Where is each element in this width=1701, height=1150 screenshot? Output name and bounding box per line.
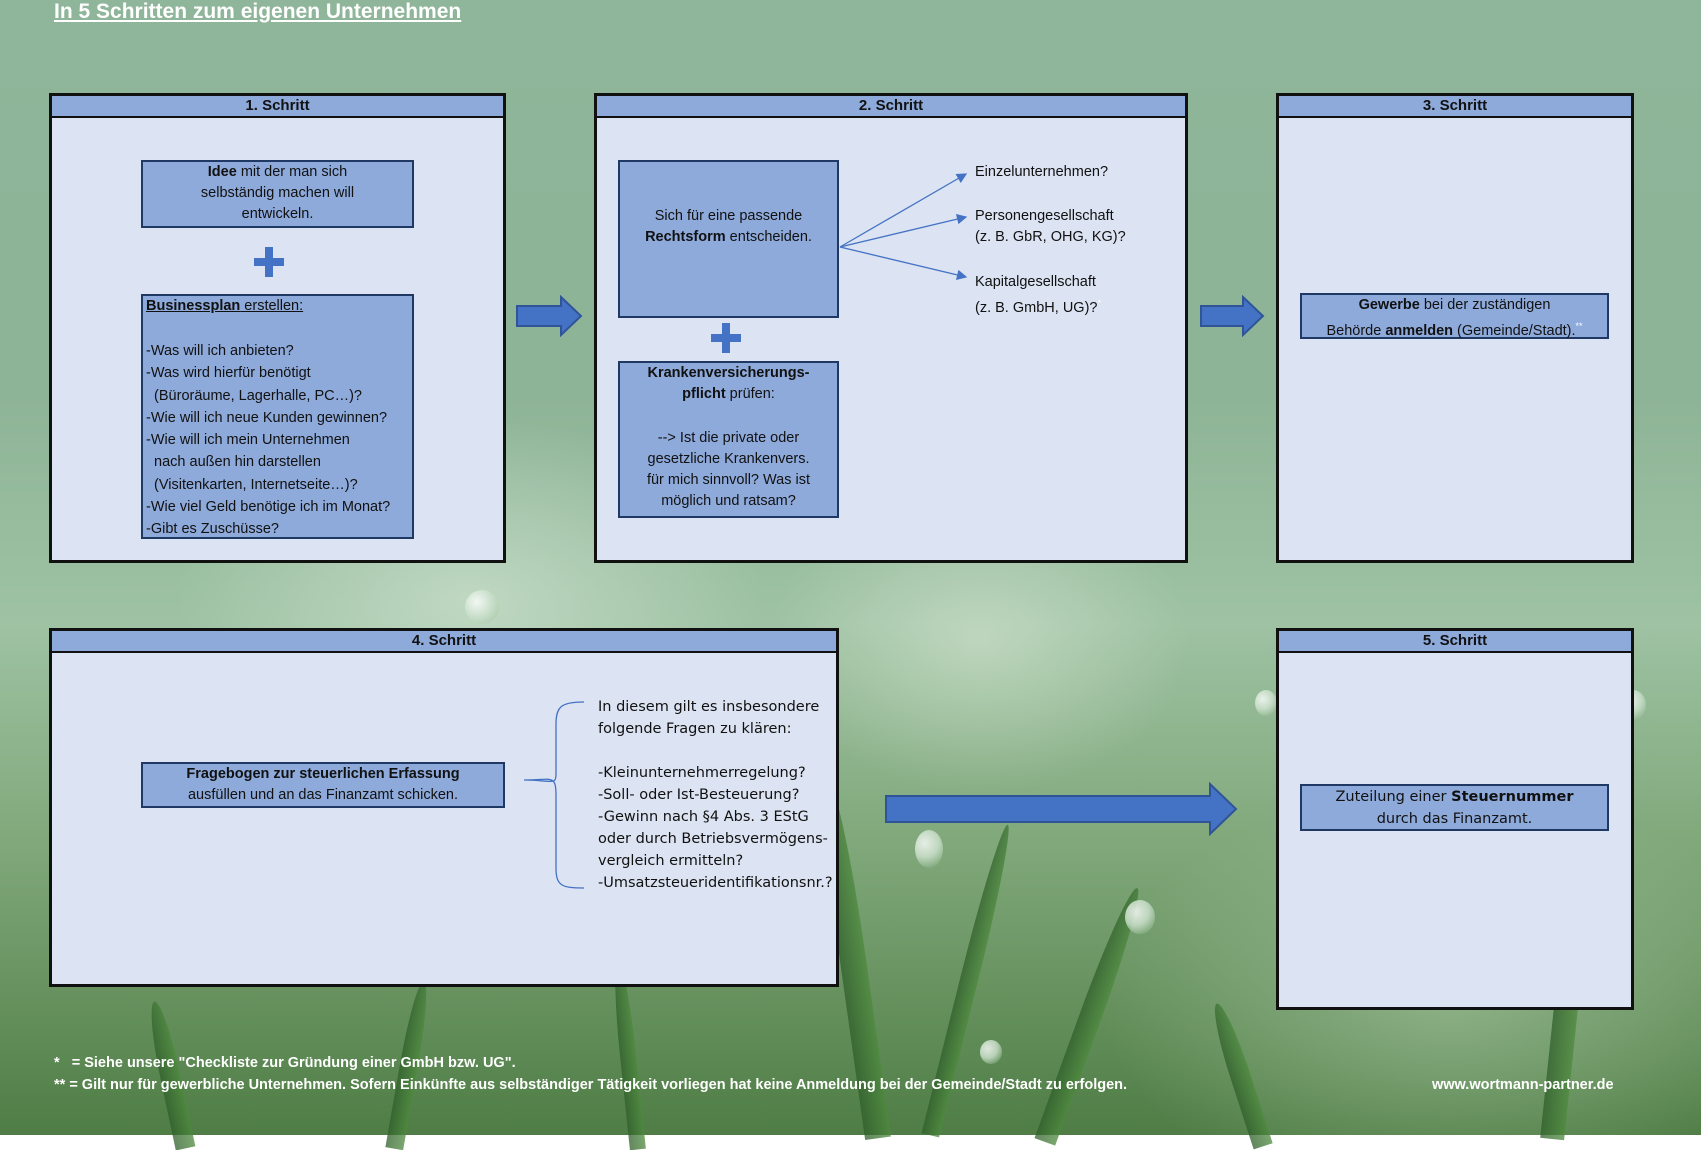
trade-bold: Gewerbe: [1358, 297, 1420, 313]
tax-form-box: Fragebogen zur steuerlichen Erfassung au…: [141, 762, 505, 808]
tax-question-line: -Soll- oder Ist-Besteuerung?: [598, 787, 800, 803]
website-link[interactable]: www.wortmann-partner.de: [1432, 1077, 1614, 1093]
step-3-header: 3. Schritt: [1279, 96, 1631, 118]
tax-question-line: [598, 740, 833, 762]
businessplan-question: -Was wird hierfür benötigt: [146, 365, 311, 382]
trade-registration-box: Gewerbe bei der zuständigen Behörde anme…: [1300, 293, 1609, 339]
branch-arrows: [839, 173, 968, 280]
tax-question-line: oder durch Betriebsvermögens-: [598, 831, 828, 847]
arrow-right-icon: [885, 782, 1238, 836]
insurance-text: prüfen:: [725, 386, 775, 402]
businessplan-question: -Wie viel Geld benötige ich im Monat?: [146, 499, 391, 516]
footnote-mark: *: [1097, 298, 1101, 308]
tax-question-line: -Umsatzsteueridentifikationsnr.?: [598, 875, 833, 891]
businessplan-question: -Gibt es Zuschüsse?: [146, 521, 279, 538]
businessplan-question: -Was will ich anbieten?: [146, 343, 294, 359]
businessplan-question: nach außen hin darstellen: [146, 454, 321, 471]
legal-bold: Rechtsform: [645, 229, 726, 245]
dew-drop: [915, 830, 943, 868]
step-5-header: 5. Schritt: [1279, 631, 1631, 653]
health-insurance-box: Krankenversicherungs- pflicht prüfen: --…: [618, 361, 839, 518]
businessplan-text: erstellen:: [240, 298, 304, 314]
idea-bold: Idee: [207, 164, 237, 180]
dew-drop: [1125, 900, 1155, 934]
dew-drop: [1255, 690, 1277, 716]
tax-form-text: ausfüllen und an das Finanzamt schicken.: [187, 787, 459, 803]
option-personengesellschaft: Personengesellschaft (z. B. GbR, OHG, KG…: [975, 208, 1126, 245]
dew-drop: [465, 590, 499, 624]
businessplan-question: (Büroräume, Lagerhalle, PC…)?: [146, 387, 362, 404]
tax-question-line: In diesem gilt es insbesondere: [598, 699, 820, 715]
insurance-bold1: Krankenversicherungs-: [647, 365, 810, 381]
option-einzelunternehmen: Einzelunternehmen?: [975, 164, 1109, 180]
idea-line2: selbständig machen will: [200, 185, 355, 201]
tax-number-text: durch das Finanzamt.: [1376, 811, 1533, 827]
footnote-1: * = Siehe unsere "Checkliste zur Gründun…: [54, 1055, 516, 1071]
idea-text: mit der man sich: [236, 164, 348, 180]
tax-number-box: Zuteilung einer Steuernummer durch das F…: [1300, 784, 1609, 831]
businessplan-question: -Wie will ich mein Unternehmen: [146, 432, 350, 449]
arrow-right-icon: [1200, 295, 1265, 337]
idea-box: Idee mit der man sich selbständig machen…: [141, 160, 414, 228]
tax-question-line: folgende Fragen zu klären:: [598, 721, 792, 737]
businessplan-question: (Visitenkarten, Internetseite…)?: [146, 476, 358, 493]
tax-questions: In diesem gilt es insbesondere folgende F…: [598, 696, 833, 894]
arrow-right-icon: [516, 295, 583, 337]
legal-text: entscheiden.: [725, 229, 812, 245]
footnote-2: ** = Gilt nur für gewerbliche Unternehme…: [54, 1077, 1128, 1093]
businessplan-bold: Businessplan: [146, 298, 241, 314]
insurance-line: --> Ist die private oder: [657, 430, 800, 446]
legal-line1: Sich für eine passende: [654, 208, 803, 224]
legal-form-box: Sich für eine passende Rechtsform entsch…: [618, 160, 839, 318]
tax-number-bold: Steuernummer: [1451, 789, 1574, 805]
step-2-header: 2. Schritt: [597, 96, 1185, 118]
tax-form-bold: Fragebogen zur steuerlichen Erfassung: [186, 766, 460, 782]
businessplan-questions: -Was will ich anbieten? -Was wird hierfür…: [146, 340, 412, 541]
curly-brace: [523, 701, 585, 889]
step-4-header: 4. Schritt: [52, 631, 836, 653]
plus-icon: [254, 247, 284, 277]
insurance-line: möglich und ratsam?: [661, 493, 796, 509]
register-bold: anmelden: [1385, 322, 1454, 339]
plus-icon: [711, 323, 741, 353]
step-1-header: 1. Schritt: [52, 96, 503, 118]
insurance-line: gesetzliche Krankenvers.: [647, 451, 810, 467]
tax-question-line: -Gewinn nach §4 Abs. 3 EStG: [598, 809, 809, 825]
idea-line3: entwickeln.: [241, 206, 314, 222]
tax-question-line: -Kleinunternehmerregelung?: [598, 765, 806, 781]
insurance-line: für mich sinnvoll? Was ist: [646, 472, 811, 488]
businessplan-question: -Wie will ich neue Kunden gewinnen?: [146, 409, 388, 426]
option-kapitalgesellschaft: Kapitalgesellschaft (z. B. GmbH, UG)?*: [975, 274, 1101, 316]
tax-question-line: vergleich ermitteln?: [598, 853, 744, 869]
footnote-mark: **: [1575, 321, 1583, 331]
dew-drop: [980, 1040, 1002, 1064]
businessplan-box: Businessplan erstellen: -Was will ich an…: [141, 294, 414, 539]
page-title: In 5 Schritten zum eigenen Unternehmen: [54, 0, 462, 23]
insurance-bold2: pflicht: [682, 386, 726, 402]
